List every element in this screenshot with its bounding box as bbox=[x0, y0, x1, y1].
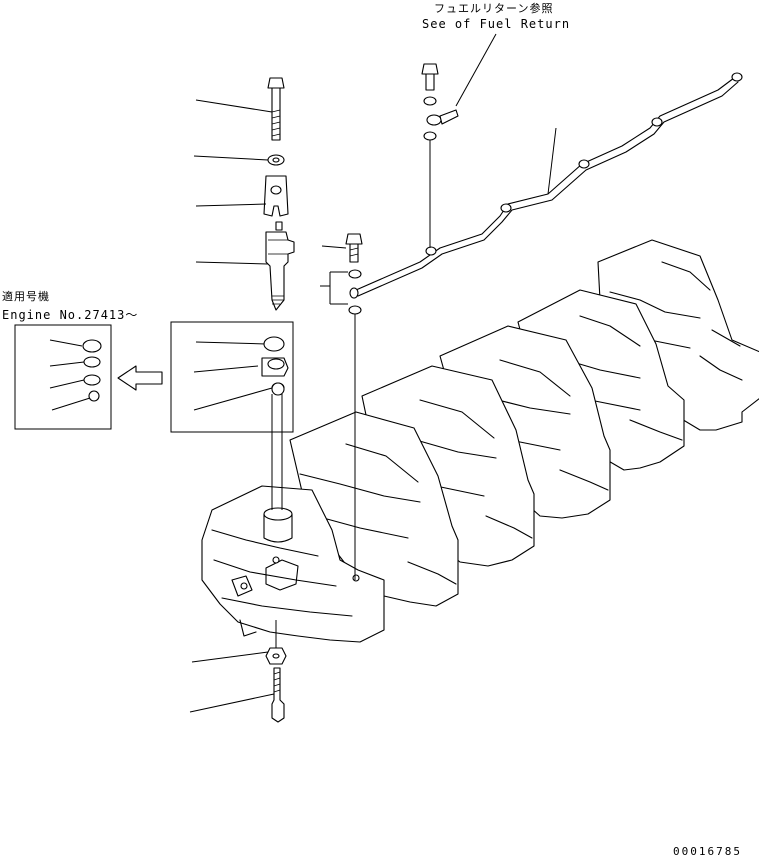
washer-2a bbox=[348, 269, 362, 279]
inset-part-1 bbox=[82, 339, 102, 353]
nozzle-holder bbox=[265, 221, 295, 311]
banjo-bolt-top bbox=[421, 63, 439, 91]
callout-text-en: See of Fuel Return bbox=[422, 17, 570, 31]
detail-part-1 bbox=[263, 336, 285, 352]
bolt-2 bbox=[345, 233, 363, 263]
detail-box bbox=[170, 321, 294, 433]
inset-label-engine: Engine No.27413～ bbox=[2, 308, 138, 322]
detail-part-3 bbox=[271, 382, 285, 396]
inset-part-4 bbox=[88, 390, 100, 402]
stud-nut bbox=[265, 647, 287, 665]
pointer-arrow bbox=[117, 365, 163, 391]
washer-2b bbox=[348, 305, 362, 315]
hold-down-bolt bbox=[267, 77, 285, 141]
banjo-fitting bbox=[426, 109, 459, 126]
inset-label-jp: 適用号機 bbox=[2, 289, 50, 303]
cylinder-head-2 bbox=[289, 411, 459, 607]
fuel-return-callout: フュエルリターン参照 See of Fuel Return bbox=[422, 1, 570, 31]
drawing-number: 00016785 bbox=[673, 845, 742, 858]
washer-bottom bbox=[423, 131, 437, 141]
inset-part-3 bbox=[83, 374, 101, 386]
stud bbox=[271, 667, 285, 723]
return-fitting-group bbox=[421, 63, 459, 248]
cylinder-head-1 bbox=[201, 485, 385, 643]
connector-bolt-group bbox=[345, 233, 363, 580]
leader-lines bbox=[189, 33, 557, 713]
inset-part-2 bbox=[83, 356, 101, 368]
cylinder-head-assembly bbox=[201, 239, 759, 643]
washer-top bbox=[423, 96, 437, 106]
inset-box: 適用号機 Engine No.27413～ bbox=[2, 289, 138, 430]
clamp bbox=[263, 175, 289, 217]
callout-text-jp: フュエルリターン参照 bbox=[434, 1, 553, 15]
washer bbox=[267, 154, 285, 166]
